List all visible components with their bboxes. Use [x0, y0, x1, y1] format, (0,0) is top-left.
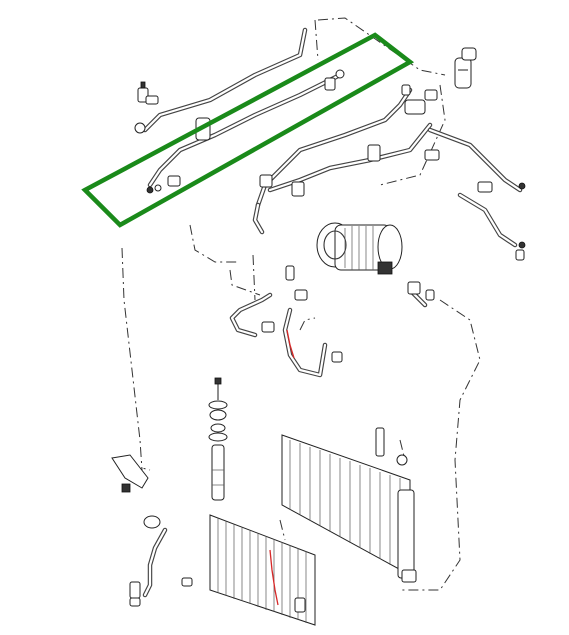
lower-left-bracket: [111, 454, 193, 607]
middle-hose-assembly: [229, 265, 435, 378]
green-box-highlight: [81, 32, 415, 228]
condenser-icon: [209, 514, 316, 626]
radiator-icon: [281, 427, 417, 583]
drier-icon: [454, 47, 477, 89]
compressor-icon: [316, 222, 403, 275]
dashed-leader-lines: [121, 17, 481, 591]
strut-icon: [208, 377, 228, 501]
